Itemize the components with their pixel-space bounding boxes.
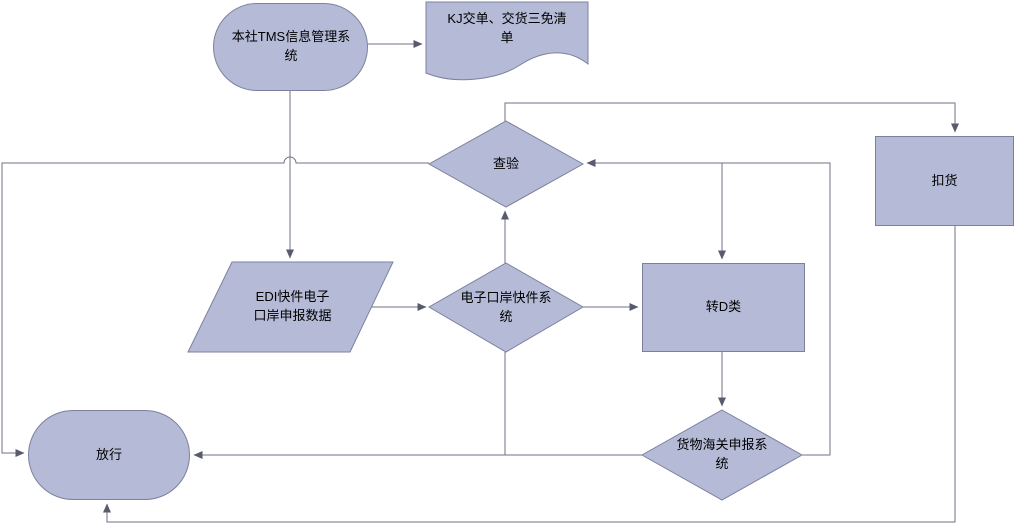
tms-terminator: [213, 3, 368, 91]
connector-inspection-to-hold: [504, 102, 959, 133]
hold-rectangle: [875, 136, 1014, 226]
release-terminator: [28, 410, 190, 500]
connector-hold-to-release: [103, 226, 956, 523]
connector-customs-to-inspection: [586, 159, 831, 456]
inspection-diamond: [427, 120, 585, 208]
classd-rectangle: [642, 263, 805, 352]
edi-parallelogram: [187, 261, 394, 353]
eport-diamond: [428, 262, 584, 353]
customs-diamond: [640, 409, 804, 501]
connector-inspection-to-release: [1, 156, 429, 457]
document-shape: [425, 1, 589, 81]
